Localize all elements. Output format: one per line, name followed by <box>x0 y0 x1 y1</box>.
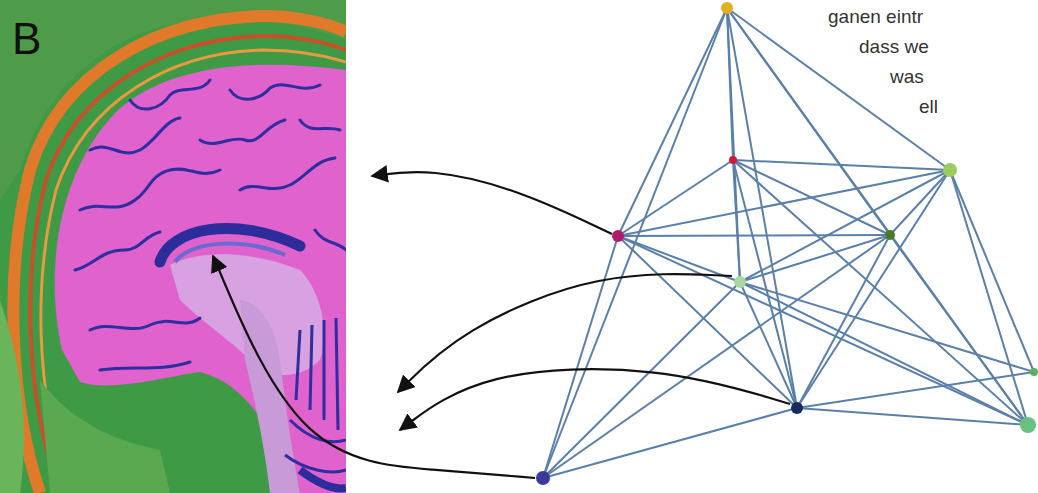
text-fragment: ell <box>917 96 940 118</box>
network-link <box>797 372 1034 408</box>
network-graph <box>536 2 1038 485</box>
sulcus <box>200 120 285 144</box>
network-node <box>1030 368 1038 376</box>
sulcus <box>100 362 190 370</box>
network-link <box>740 282 1028 425</box>
lower-tissue <box>40 380 170 493</box>
network-link <box>890 170 950 235</box>
mri-background <box>0 0 346 493</box>
face-tissue <box>0 300 24 493</box>
panel-letter: B <box>12 14 41 65</box>
network-link <box>950 170 1028 425</box>
sulcus <box>90 318 200 330</box>
network-node <box>943 163 957 177</box>
network-link <box>618 236 1028 425</box>
folium <box>310 325 312 410</box>
network-link <box>890 235 1028 425</box>
sulci <box>75 80 346 370</box>
sulcus <box>240 158 335 190</box>
sulcus <box>75 232 160 270</box>
network-node <box>536 471 550 485</box>
scalp-outline <box>13 16 346 493</box>
brain-tissue <box>55 65 346 493</box>
folium <box>323 320 326 420</box>
folium <box>296 330 300 400</box>
corpus-callosum <box>160 228 300 262</box>
sulcus <box>230 85 320 100</box>
sulcus <box>130 80 210 109</box>
sulcus <box>315 230 346 250</box>
network-link <box>543 282 740 478</box>
mapping-arrow <box>372 172 612 234</box>
network-node <box>734 276 746 288</box>
network-link <box>733 160 740 282</box>
network-node <box>721 2 733 14</box>
sulcus <box>300 120 340 130</box>
mapping-arrow <box>400 369 790 430</box>
mapping-arrow <box>213 256 535 478</box>
text-fragment: was <box>888 66 926 88</box>
network-link <box>733 160 950 170</box>
folium <box>336 318 338 430</box>
mri-image <box>0 0 346 493</box>
network-link <box>797 235 890 408</box>
text-fragment: ganen eintr <box>826 6 925 28</box>
network-link <box>740 282 1034 372</box>
mapping-arrows <box>213 172 790 478</box>
network-link <box>543 235 890 478</box>
network-link <box>618 235 890 236</box>
folium <box>290 420 346 442</box>
network-link <box>733 160 890 235</box>
network-node <box>885 230 895 240</box>
network-link <box>740 170 950 282</box>
sulcus <box>90 118 180 153</box>
network-link <box>727 8 950 170</box>
network-node <box>791 402 803 414</box>
network-link <box>733 160 797 408</box>
network-node <box>729 156 737 164</box>
network-link <box>618 8 727 236</box>
network-link <box>797 408 1028 425</box>
mapping-arrow <box>398 274 732 392</box>
network-node <box>1020 417 1036 433</box>
text-fragment: dass we <box>857 36 931 58</box>
network-node <box>612 230 624 242</box>
network-link <box>797 170 950 408</box>
brainstem <box>240 300 300 493</box>
folium <box>285 455 346 472</box>
network-link <box>727 8 1028 425</box>
network-link <box>543 408 797 478</box>
network-link <box>950 170 1034 372</box>
brain-margin <box>300 470 346 488</box>
network-link <box>618 170 950 236</box>
fornix <box>175 243 285 262</box>
network-link <box>740 282 797 408</box>
sulcus <box>80 169 220 210</box>
